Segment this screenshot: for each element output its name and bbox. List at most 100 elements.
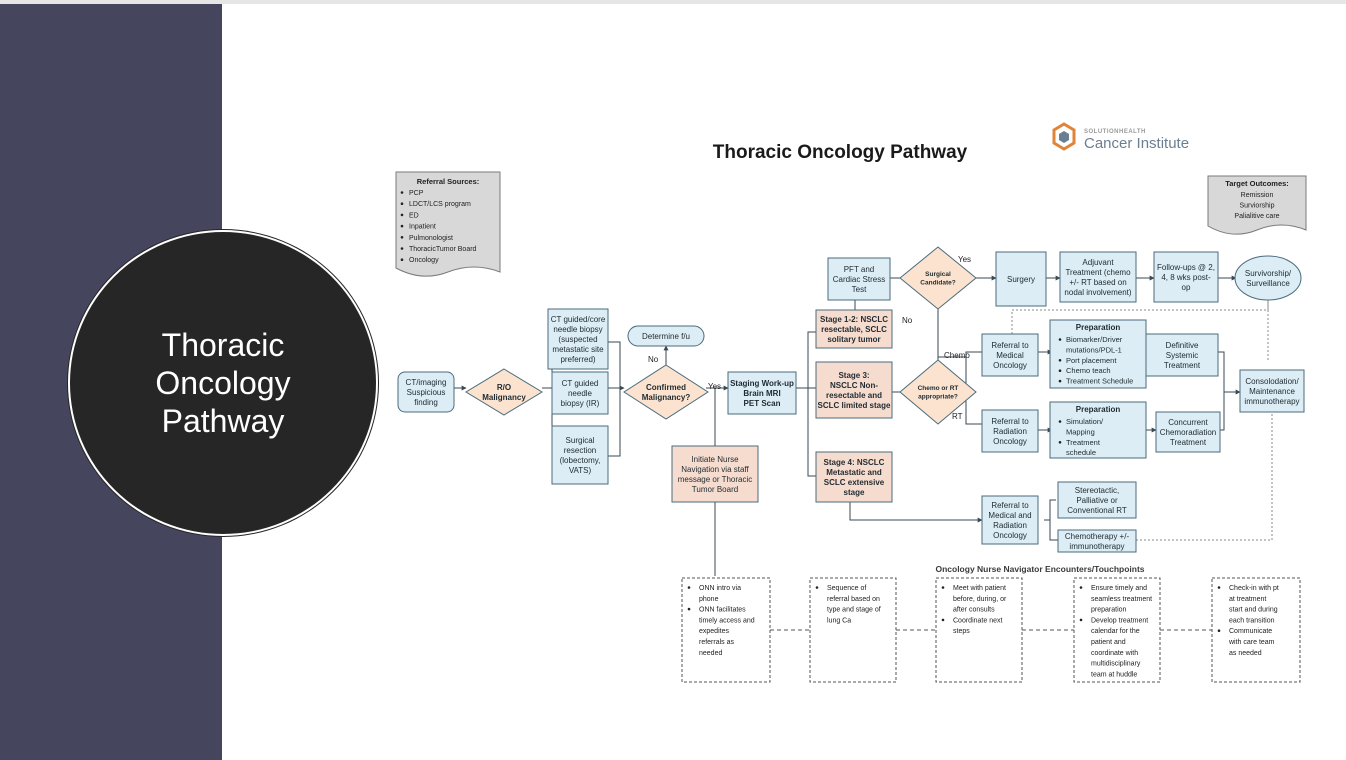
prep2-box-title: Preparation [1076, 405, 1121, 414]
slide-title: Thoracic Oncology Pathway [155, 327, 291, 439]
prep1-item: Port placement [1066, 356, 1117, 365]
connector [1049, 520, 1058, 541]
edge-label-chemo: Chemo [944, 351, 970, 360]
surgery-box-shape [995, 251, 1047, 307]
stage12-box-text-line: Stage 1-2: NSCLC [820, 315, 888, 324]
followups-box-text: Follow-ups @ 2,4, 8 wks post-op [1157, 263, 1215, 292]
confirmed-malignancy-diamond [623, 364, 709, 420]
connector [1218, 351, 1241, 395]
touchpoint-line: referral based on [827, 596, 880, 603]
referral-item: LDCT/LCS program [409, 201, 471, 208]
touchpoint-line: seamless treatment [1091, 596, 1152, 603]
stereotactic-box-text-line: Conventional RT [1067, 506, 1127, 515]
ro-malignancy-diamond-text-line: R/O [497, 383, 511, 392]
ct-imaging-box [397, 371, 455, 413]
chemo-immuno-box-text-line: immunotherapy [1069, 542, 1124, 551]
connector [796, 331, 816, 389]
prep1-box-shape [1049, 319, 1147, 389]
edge-label-yes: Yes [708, 382, 721, 391]
ct-guided-needle-box-text-line: biopsy (IR) [561, 399, 600, 408]
chemo-rt-diamond-text-line: Chemo or RT [918, 385, 959, 392]
bullet-icon [1058, 379, 1062, 383]
touchpoint-line: type and stage of [827, 607, 881, 614]
stereotactic-box-text-line: Palliative or [1076, 496, 1118, 505]
touchpoint-line: needed [699, 650, 722, 657]
surgical-candidate-diamond-text-line: Surgical [925, 271, 951, 278]
surgical-resection-box-shape [551, 425, 609, 485]
bullet-icon [1058, 441, 1062, 444]
ct-guided-core-box-text-line: metastatic site [552, 345, 604, 354]
followups-box-shape [1153, 251, 1219, 303]
touchpoint-line: multidisciplinary [1091, 661, 1141, 668]
definitive-box-text-line: Definitive [1166, 341, 1199, 350]
ct-guided-core-box [547, 308, 609, 370]
bullet-icon [687, 586, 691, 589]
pft-box [827, 257, 891, 301]
confirmed-malignancy-diamond-text-line: Confirmed [646, 383, 686, 392]
stage12-box-text-line: solitary tumor [827, 335, 880, 344]
bullet-icon [687, 607, 691, 611]
bullet-icon [1058, 420, 1062, 423]
touchpoint-line: referrals as [699, 639, 735, 646]
touchpoint-box [809, 577, 897, 683]
connector [1136, 414, 1273, 541]
bullet-icon [1058, 369, 1062, 373]
connector [849, 502, 983, 523]
connector [1011, 300, 1269, 334]
stage3-box-text-line: resectable and [826, 391, 882, 400]
surgical-resection-box-text-line: VATS) [569, 466, 592, 475]
edge-label-no: No [902, 316, 913, 325]
pft-box-text-line: Cardiac Stress [833, 275, 885, 284]
adjuvant-box [1059, 251, 1137, 303]
surgical-resection-box [551, 425, 609, 485]
prep1-box-title: Preparation [1076, 323, 1121, 332]
ct-guided-needle-box [551, 371, 609, 415]
stereotactic-box-text-line: Stereotactic, [1075, 486, 1119, 495]
ro-malignancy-diamond [465, 368, 543, 416]
referral-item: ThoracicTumor Board [409, 246, 477, 253]
prep2-box-shape [1049, 401, 1147, 459]
touchpoint-line: phone [699, 596, 719, 603]
stage3-box-text-line: Stage 3: [838, 371, 869, 380]
ref-med-rad-box-text-line: Radiation [993, 521, 1027, 530]
ct-guided-core-box-text-line: (suspected [558, 335, 597, 344]
prep2-item: Treatment [1066, 438, 1101, 447]
diagram-connectors [453, 275, 1273, 631]
prep1-item: Treatment Schedule [1066, 377, 1133, 386]
touchpoint-line: team at huddle [1091, 671, 1137, 678]
connector [965, 357, 982, 425]
surgery-box-text: Surgery [1007, 275, 1035, 284]
surgery-box [995, 251, 1047, 307]
bullet-icon [400, 258, 404, 262]
bullet-icon [1079, 586, 1083, 589]
target-outcomes [1207, 175, 1307, 235]
ct-imaging-box-text-line: finding [414, 398, 438, 407]
edge-label-no: No [648, 355, 659, 364]
connector [938, 351, 982, 358]
bullet-icon [400, 224, 404, 228]
touchpoint-line: preparation [1091, 607, 1127, 614]
initiate-nurse-box-text-line: Navigation via staff [681, 465, 749, 474]
ct-guided-needle-box-shape [551, 371, 609, 415]
surgical-candidate-diamond-shape [899, 246, 977, 310]
staging-workup-box-shape [727, 371, 797, 415]
referral-title: Referral Sources: [417, 177, 480, 186]
touchpoint-line: steps [953, 628, 970, 635]
adjuvant-box-text-line: nodal involvement) [1064, 288, 1131, 297]
followups-box-text-line: op [1182, 283, 1191, 292]
stage4-box [815, 451, 893, 503]
ct-guided-core-box-text-line: CT guided/core [551, 315, 606, 324]
consolidation-box-text-line: Consolodation/ [1245, 377, 1299, 386]
surgical-candidate-diamond-text-line: Candidate? [920, 279, 955, 286]
concurrent-box [1155, 411, 1221, 453]
stage12-box-shape [815, 309, 893, 349]
touchpoint-line: patient and [1091, 639, 1126, 646]
slide-top-border [0, 0, 1346, 4]
